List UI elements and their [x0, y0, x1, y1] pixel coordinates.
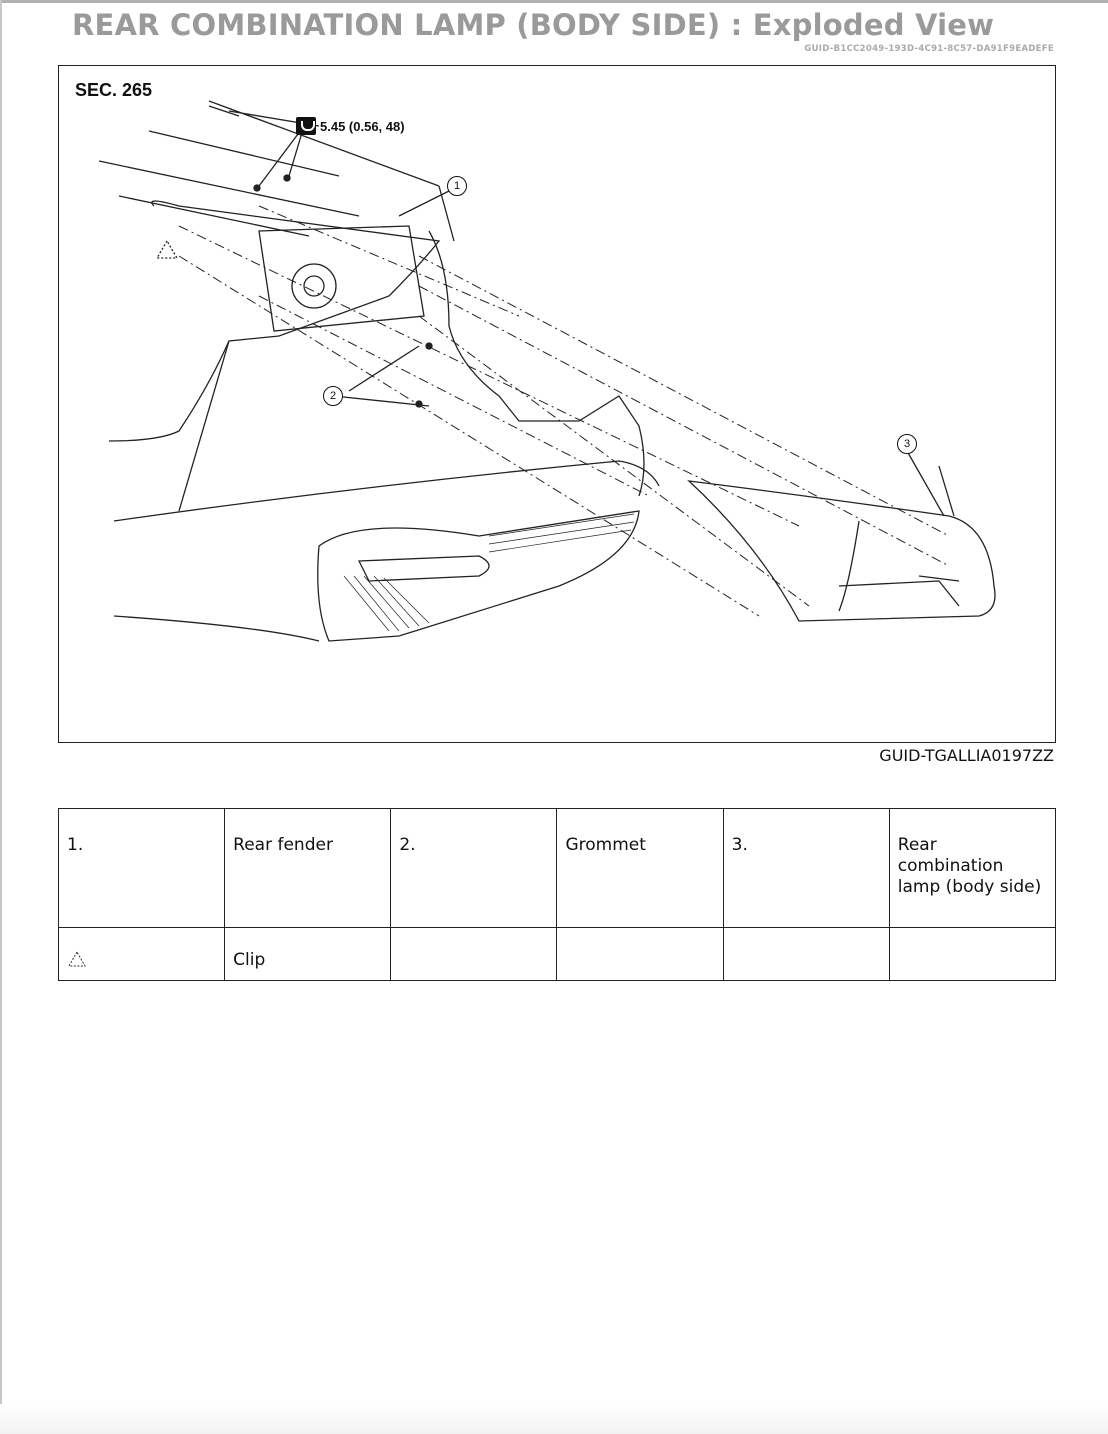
callout-3: 3 — [897, 434, 917, 454]
table-cell: Rear fender — [224, 808, 392, 928]
table-cell — [556, 927, 724, 981]
table-cell — [57, 927, 226, 981]
table-row: Clip — [57, 927, 1057, 981]
table-cell: Rear combination lamp (body side) — [888, 808, 1057, 928]
page-bottom-shade — [0, 1404, 1108, 1434]
callout-1: 1 — [447, 176, 467, 196]
callout-2: 2 — [323, 386, 343, 406]
table-cell — [390, 927, 558, 981]
page-guid: GUID-B1CC2049-193D-4C91-8C57-DA91F9EADEF… — [804, 44, 1054, 54]
figure-guid: GUID-TGALLIA0197ZZ — [879, 746, 1054, 765]
legend-table: 1. Rear fender 2. Grommet 3. Rear combin… — [57, 808, 1057, 981]
top-border — [0, 0, 1108, 3]
table-cell: Clip — [224, 927, 392, 981]
table-cell — [722, 927, 890, 981]
table-cell — [888, 927, 1057, 981]
table-cell: 2. — [390, 808, 558, 928]
exploded-view-drawing — [98, 100, 996, 642]
table-cell: 3. — [722, 808, 890, 928]
clip-triangle-icon — [68, 950, 86, 967]
exploded-view-figure: SEC. 265 5.45 (0.56, 48) 1 2 3 — [58, 65, 1056, 743]
torque-spec: 5.45 (0.56, 48) — [296, 117, 405, 135]
torque-wrench-icon — [296, 117, 316, 135]
table-row: 1. Rear fender 2. Grommet 3. Rear combin… — [57, 808, 1057, 928]
table-cell: Grommet — [556, 808, 724, 928]
left-border — [0, 0, 2, 1434]
table-cell: 1. — [57, 808, 226, 928]
section-label: SEC. 265 — [75, 80, 153, 100]
page-title: REAR COMBINATION LAMP (BODY SIDE) : Expl… — [72, 8, 995, 42]
torque-value: 5.45 (0.56, 48) — [320, 118, 405, 134]
